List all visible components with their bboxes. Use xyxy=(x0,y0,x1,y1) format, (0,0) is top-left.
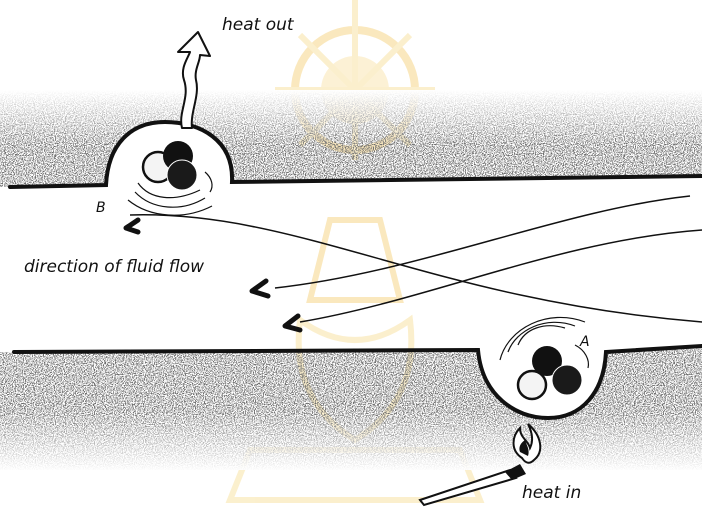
direction-label: direction of fluid flow xyxy=(24,257,204,277)
bottom-wall-stipple xyxy=(0,340,702,475)
point-b-label: B xyxy=(96,200,106,216)
heat-out-label: heat out xyxy=(222,15,295,35)
particle-cluster-a xyxy=(500,317,588,399)
heat-in-label: heat in xyxy=(522,483,581,503)
flow-streamlines xyxy=(130,196,702,322)
particle-cluster-b xyxy=(128,141,212,215)
arrowhead-mid xyxy=(252,281,268,296)
point-a-label: A xyxy=(579,334,590,350)
arrowhead-b xyxy=(126,220,138,232)
